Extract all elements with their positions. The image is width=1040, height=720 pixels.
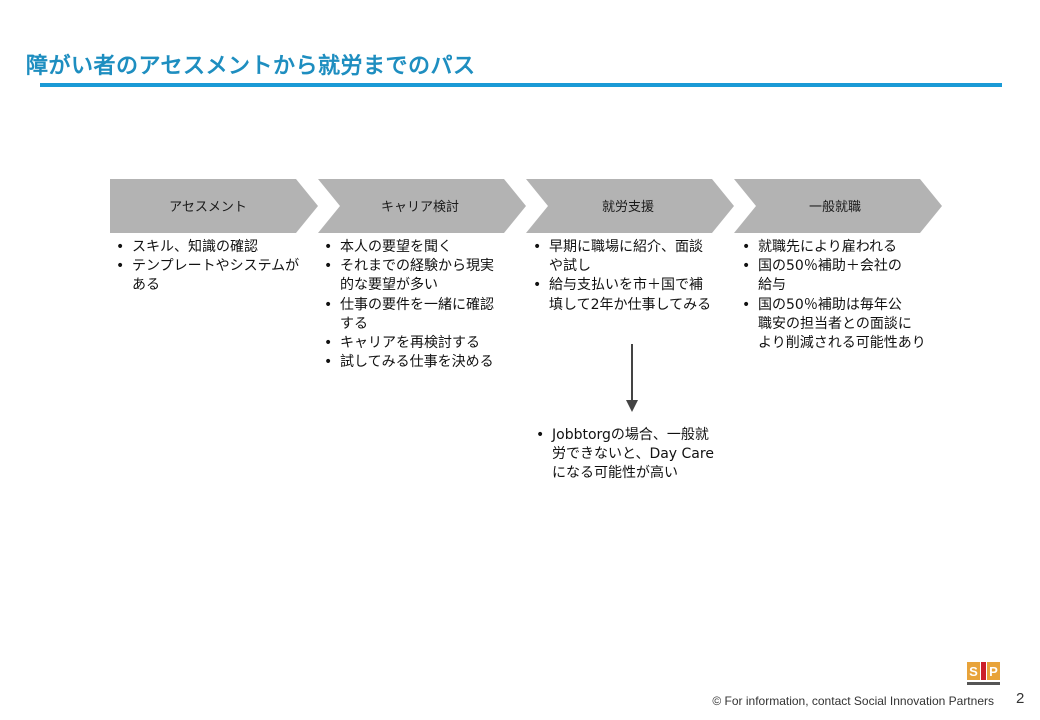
bullet-icon: • — [116, 239, 125, 255]
bullet-item: • スキル、知識の確認 — [112, 238, 308, 257]
bullet-icon: • — [742, 296, 751, 313]
svg-text:P: P — [989, 664, 998, 679]
logo-block-p — [987, 662, 1000, 680]
chevron-label-1: アセスメント — [169, 200, 247, 215]
bullet-text: 本人の要望を聞く — [340, 239, 452, 255]
bullet-icon: • — [536, 427, 545, 443]
bullet-text: テンプレートやシステムがある — [132, 258, 300, 294]
bullet-text: 国の50％補助＋会社の給与 — [758, 258, 902, 294]
bullet-item: • キャリアを再検討する — [320, 334, 516, 353]
process-chevrons: アセスメント キャリア検討 就労支援 一般就職 — [110, 179, 942, 233]
bullet-list: • スキル、知識の確認 • テンプレートやシステムがある — [112, 238, 308, 296]
bullet-item: • 給与支払いを市＋国で補填して2年か仕事してみる — [529, 276, 725, 314]
bullet-icon: • — [742, 258, 751, 275]
bullet-text: 給与支払いを市＋国で補填して2年か仕事してみる — [549, 277, 712, 313]
logo-block-i — [981, 662, 986, 680]
step-1-details: • スキル、知識の確認 • テンプレートやシステムがある — [112, 238, 308, 296]
bullet-icon: • — [324, 239, 333, 255]
chevron-step-2: キャリア検討 — [318, 179, 526, 233]
svg-text:S: S — [969, 664, 978, 679]
bullet-item: • 試してみる仕事を決める — [320, 353, 516, 372]
bullet-text: 仕事の要件を一緒に確認する — [340, 296, 494, 332]
chevron-shape-2 — [318, 179, 526, 233]
chevron-step-1: アセスメント — [110, 179, 318, 233]
chevron-label-4: 一般就職 — [809, 199, 861, 215]
bullet-text: それまでの経験から現実的な要望が多い — [340, 258, 494, 294]
footer-contact: © For information, contact Social Innova… — [712, 694, 994, 708]
chevron-step-4: 一般就職 — [734, 179, 942, 233]
chevron-label-2: キャリア検討 — [381, 199, 459, 215]
bullet-icon: • — [742, 239, 751, 255]
bullet-text: 国の50％補助は毎年公職安の担当者との面談により削減される可能性あり — [758, 296, 926, 352]
bullet-item: • 国の50％補助＋会社の給与 — [738, 257, 934, 295]
logo-subtext-bar — [967, 682, 1000, 685]
step-3-details: • 早期に職場に紹介、面談や試し • 給与支払いを市＋国で補填して2年か仕事してみる — [529, 238, 725, 315]
bullet-icon: • — [324, 296, 333, 313]
step-4-details: • 就職先により雇われる • 国の50％補助＋会社の給与 • 国の50％補助は毎年公職… — [738, 238, 934, 353]
bullet-text: スキル、知識の確認 — [132, 239, 258, 255]
bullet-list: • 就職先により雇われる • 国の50％補助＋会社の給与 • 国の50％補助は毎年公職… — [738, 238, 934, 353]
bullet-icon: • — [324, 354, 333, 371]
chevron-shape-3 — [526, 179, 734, 233]
bullet-item: • 本人の要望を聞く — [320, 238, 516, 257]
bullet-list: • 本人の要望を聞く • それまでの経験から現実的な要望が多い • 仕事の要件を一緒に… — [320, 238, 516, 372]
arrow-down-icon — [626, 344, 638, 412]
slide-title: 障がい者のアセスメントから就労までのパス — [26, 54, 476, 79]
chevron-step-3: 就労支援 — [526, 179, 734, 233]
page-number: 2 — [1016, 690, 1025, 707]
bullet-icon: • — [324, 335, 333, 352]
bullet-item: • 就職先により雇われる — [738, 238, 934, 257]
step-2-details: • 本人の要望を聞く • それまでの経験から現実的な要望が多い • 仕事の要件を一緒に… — [320, 238, 516, 372]
bullet-list: • 早期に職場に紹介、面談や試し • 給与支払いを市＋国で補填して2年か仕事してみる — [529, 238, 725, 315]
bullet-item: • 早期に職場に紹介、面談や試し — [529, 238, 725, 276]
bullet-text: キャリアを再検討する — [340, 335, 480, 352]
title-underline — [40, 83, 1002, 87]
bullet-item: • それまでの経験から現実的な要望が多い — [320, 257, 516, 295]
chevron-shape-1 — [110, 179, 318, 233]
bullet-text: 早期に職場に紹介、面談や試し — [549, 239, 703, 275]
bullet-item: • 仕事の要件を一緒に確認する — [320, 296, 516, 334]
bullet-item: • テンプレートやシステムがある — [112, 257, 308, 295]
chevron-shape-4 — [734, 179, 942, 233]
bullet-icon: • — [533, 239, 542, 255]
logo-block-s — [967, 662, 980, 680]
bullet-text: 就職先により雇われる — [758, 239, 898, 255]
bullet-icon: • — [533, 277, 542, 294]
bullet-icon: • — [324, 258, 333, 275]
sip-logo: S P — [967, 662, 1000, 685]
bullet-text: 試してみる仕事を決める — [340, 354, 494, 371]
chevron-label-3: 就労支援 — [602, 200, 654, 215]
bullet-icon: • — [116, 258, 125, 275]
bullet-item: • 国の50％補助は毎年公職安の担当者との面談により削減される可能性あり — [738, 296, 934, 354]
